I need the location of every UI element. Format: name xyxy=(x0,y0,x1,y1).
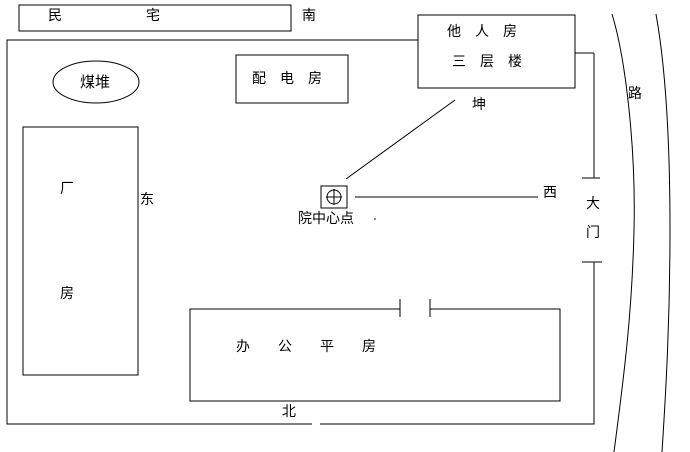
center-point-label: 院中心点 xyxy=(298,211,354,227)
gate-label-top: 大 xyxy=(586,196,600,212)
south-label: 南 xyxy=(302,8,316,24)
factory-label-bottom: 房 xyxy=(60,286,74,302)
east-label: 东 xyxy=(140,192,154,208)
center-marker-box xyxy=(320,185,348,209)
office-label: 办 公 平 房 xyxy=(236,339,376,355)
west-label: 西 xyxy=(543,185,557,201)
factory-label-top: 厂 xyxy=(60,181,74,197)
kun-label: 坤 xyxy=(472,97,486,113)
power-room-box xyxy=(235,54,349,104)
compound-wall xyxy=(6,39,418,425)
road-label: 路 xyxy=(628,86,642,102)
gate-label-bottom: 门 xyxy=(586,225,600,241)
stray-dot xyxy=(374,218,376,220)
road-edge-left xyxy=(611,13,635,452)
road-edge-right xyxy=(655,13,671,452)
coal-pile-label: 煤堆 xyxy=(80,73,111,91)
north-label: 北 xyxy=(282,404,296,420)
factory-box xyxy=(22,126,139,376)
others-building-box xyxy=(417,14,576,89)
office-box-left xyxy=(189,308,561,402)
others-building-line1: 他 人 房 xyxy=(447,24,517,40)
power-room-label: 配 电 房 xyxy=(252,71,322,87)
others-building-line2: 三 层 楼 xyxy=(452,54,522,70)
residence-label: 民 宅 xyxy=(48,8,160,24)
compound-wall-bottom-right xyxy=(320,262,595,425)
line-to-kun xyxy=(345,99,456,180)
residence-box xyxy=(18,4,292,32)
coal-pile-ellipse xyxy=(52,60,140,104)
